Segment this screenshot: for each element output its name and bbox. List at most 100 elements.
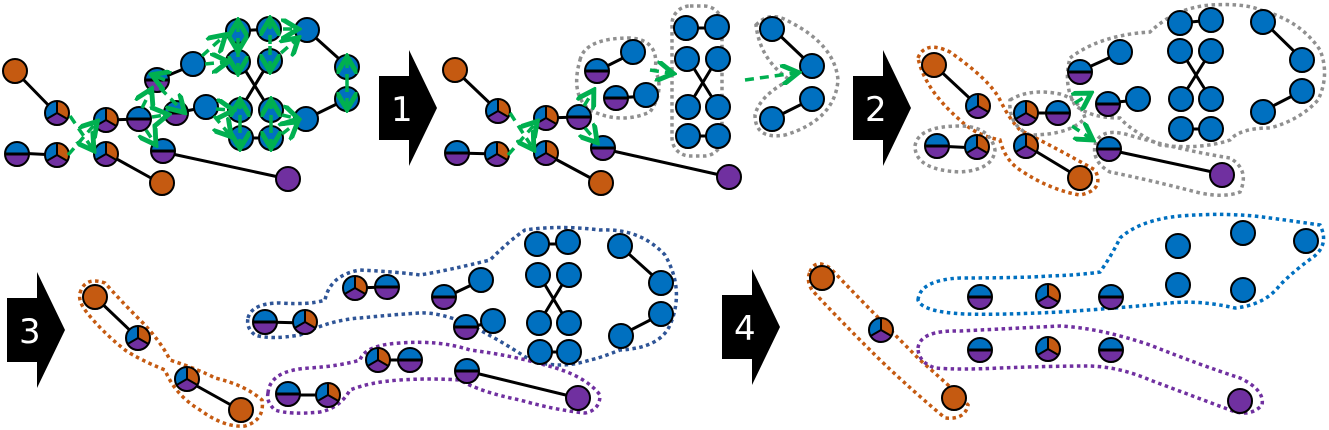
blue-node (759, 16, 785, 42)
step-label-4: 4 (734, 309, 756, 349)
blue-node (673, 15, 699, 41)
blue-node (675, 123, 701, 149)
pie-node (1013, 100, 1039, 126)
step-arrow-1: 1 (379, 50, 437, 166)
half-node (430, 283, 458, 311)
step-arrow-4: 4 (722, 269, 780, 385)
blue-node (1167, 38, 1193, 64)
blue-node (1167, 10, 1193, 36)
pie-node (292, 309, 318, 335)
pie-node (1013, 133, 1039, 159)
half-node (923, 132, 951, 160)
blue-node (674, 46, 700, 72)
blue-node (1250, 99, 1276, 125)
blue-node (705, 46, 731, 72)
pie-node (93, 107, 119, 133)
pie-node (533, 140, 559, 166)
blue-node (1230, 277, 1256, 303)
blue-node (648, 301, 674, 327)
blue-node (1198, 7, 1224, 33)
half-node (143, 66, 171, 94)
panel-1 (442, 4, 840, 196)
half-node (373, 273, 401, 301)
blue-node (1293, 228, 1319, 254)
blue-node (193, 94, 219, 120)
panel-2 (913, 2, 1327, 197)
blue-node (555, 229, 581, 255)
half-node (3, 140, 31, 168)
flow-arrows (66, 22, 347, 157)
blue-node (1125, 86, 1151, 112)
half-node (251, 308, 279, 336)
blue-node (556, 339, 582, 365)
half-node (602, 84, 630, 112)
blue-node (524, 231, 550, 257)
blue-node (1250, 9, 1276, 35)
half-node (1095, 135, 1123, 163)
orange-node (1067, 165, 1093, 191)
half-node (125, 105, 153, 133)
half-node (443, 139, 471, 167)
pie-node (315, 382, 341, 408)
pie-node (965, 93, 991, 119)
pie-node (342, 275, 368, 301)
orange-node (149, 170, 175, 196)
blue-node (480, 308, 506, 334)
blue-node (633, 82, 659, 108)
blue-node (1289, 78, 1315, 104)
blue-node (1198, 38, 1224, 64)
half-node (1097, 283, 1125, 311)
blue-node (1107, 39, 1133, 65)
blue-node (620, 39, 646, 65)
blue-node (1165, 233, 1191, 259)
blue-node (527, 339, 553, 365)
pie-node (1035, 283, 1061, 309)
half-node (274, 380, 302, 408)
blue-node (648, 270, 674, 296)
half-node (1066, 58, 1094, 86)
blue-node (1198, 86, 1224, 112)
blue-node (759, 106, 785, 132)
orange-node (442, 57, 468, 83)
half-node (966, 283, 994, 311)
blue-node (607, 233, 633, 259)
orange-node (228, 397, 254, 423)
pie-node (125, 325, 151, 351)
pie-node (93, 141, 119, 167)
orange-node (941, 385, 967, 411)
blue-node (1165, 272, 1191, 298)
blue-node (704, 14, 730, 40)
pie-node (868, 317, 894, 343)
blue-node (1198, 116, 1224, 142)
purple-node (275, 166, 301, 192)
blue-node (556, 262, 582, 288)
blue-node (294, 17, 320, 43)
half-node (966, 336, 994, 364)
purple-node (1209, 162, 1235, 188)
step-label-2: 2 (865, 90, 887, 130)
pie-node (964, 134, 990, 160)
blue-node (1230, 220, 1256, 246)
pie-node (533, 105, 559, 131)
blue-node (180, 51, 206, 77)
blue-node (799, 86, 825, 112)
blue-node (1168, 116, 1194, 142)
panel-4 (806, 212, 1326, 420)
blue-node (1168, 86, 1194, 112)
blue-node (556, 310, 582, 336)
orange-node (82, 284, 108, 310)
half-node (1097, 336, 1125, 364)
orange-node (809, 265, 835, 291)
panel-0 (2, 17, 360, 196)
flow-arrows (506, 70, 795, 157)
blue-node (799, 53, 825, 79)
orange-node (588, 170, 614, 196)
half-node (583, 57, 611, 85)
blue-node (705, 123, 731, 149)
pie-node (485, 98, 511, 124)
step-arrow-3: 3 (7, 272, 65, 388)
step-label-3: 3 (19, 312, 41, 352)
orange-node (2, 58, 28, 84)
pie-node (44, 100, 70, 126)
pie-node (174, 366, 200, 392)
